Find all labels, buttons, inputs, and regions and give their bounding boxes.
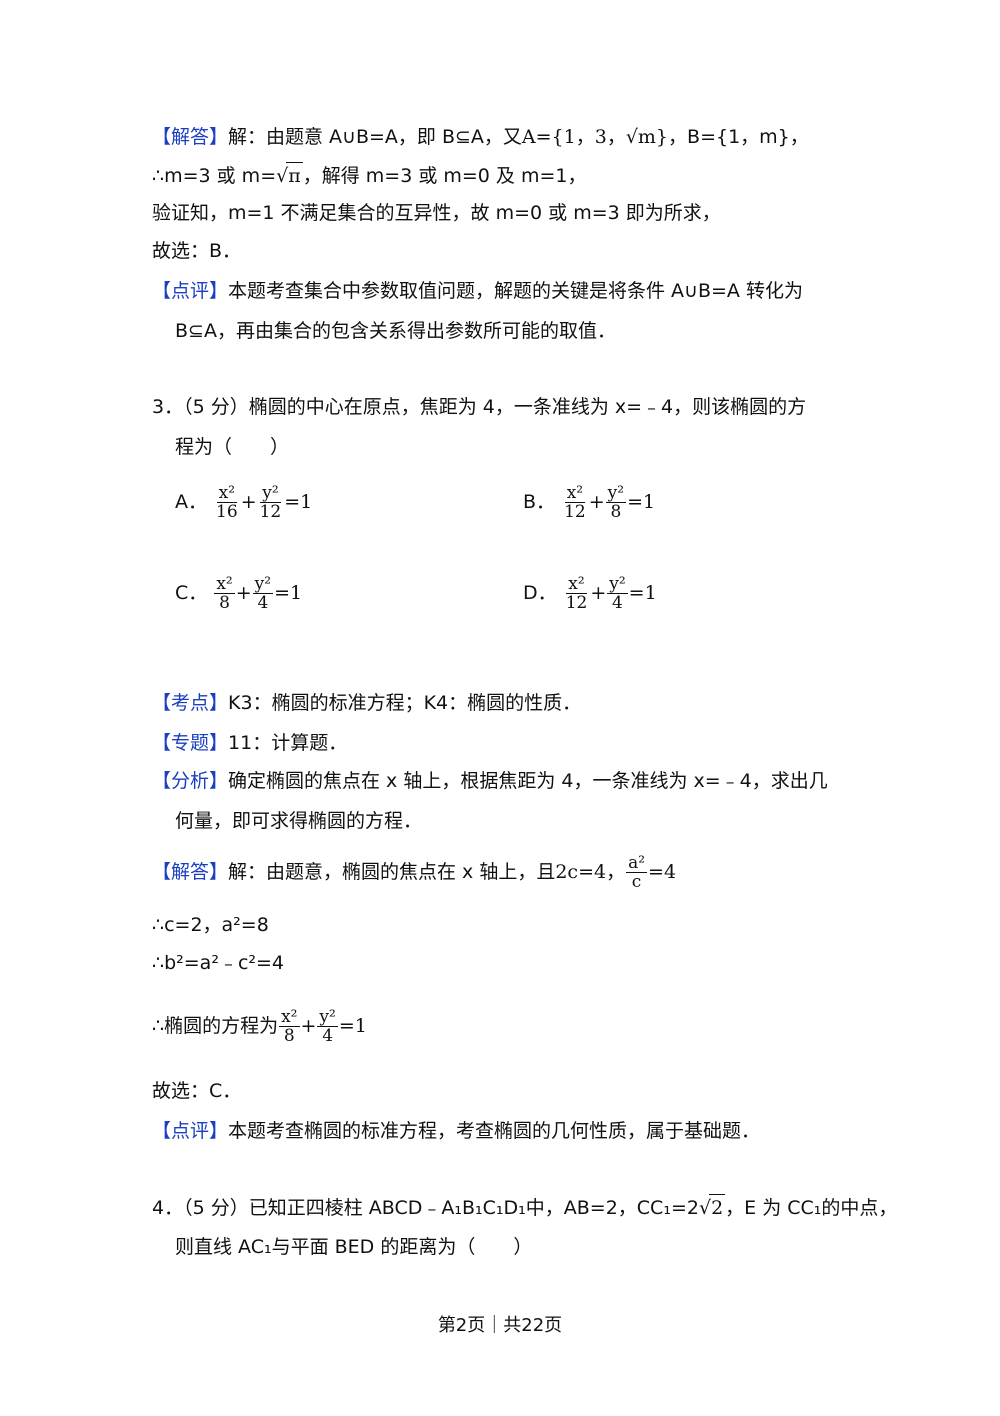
fenxi-tag: 【分析】	[152, 770, 229, 792]
comment-text: 本题考查集合中参数取值问题，解题的关键是将条件 A∪B=A 转化为	[228, 280, 803, 302]
q2-answer-line2: ∴m=3 或 m=√π，解得 m=3 或 m=0 及 m=1，	[152, 162, 586, 189]
q4-stem-line2: 则直线 AC₁与平面 BED 的距离为（ ）	[175, 1236, 533, 1258]
denominator: 8	[219, 593, 230, 613]
denominator: c	[631, 872, 642, 892]
q4-text-end: ，E 为 CC₁的中点，	[725, 1197, 898, 1219]
rhs: =1	[628, 582, 657, 604]
page-footer: 第2页｜共22页	[437, 1315, 563, 1336]
denominator: 12	[564, 502, 586, 522]
numerator: x²	[566, 574, 587, 594]
option-label: C．	[175, 582, 208, 604]
numerator: y²	[252, 574, 274, 594]
line2-text: ∴m=3 或 m=	[152, 165, 277, 187]
denominator: 16	[216, 502, 238, 522]
q3-step2: ∴b²=a²﹣c²=4	[152, 952, 285, 974]
numerator: y²	[317, 1007, 338, 1027]
fenxi-text: 确定椭圆的焦点在 x 轴上，根据焦距为 4，一条准线为 x=﹣4，求出几	[228, 770, 828, 792]
numerator: x²	[279, 1007, 300, 1027]
comment-tag: 【点评】	[152, 280, 229, 302]
option-label: D．	[523, 582, 557, 604]
answer-text: 解：由题意，椭圆的焦点在 x 轴上，且	[228, 861, 556, 883]
denominator: 8	[283, 1026, 295, 1046]
step3-text: ∴椭圆的方程为	[152, 1015, 279, 1037]
numerator: y²	[605, 483, 627, 503]
rhs: =1	[284, 491, 313, 513]
denominator: 4	[257, 593, 269, 613]
q3-stem-line1: 3．（5 分）椭圆的中心在原点，焦距为 4，一条准线为 x=﹣4，则该椭圆的方	[152, 396, 807, 418]
q3-zhuanti: 【专题】11：计算题．	[152, 730, 347, 756]
q3-fenxi-line2: 何量，即可求得椭圆的方程．	[175, 810, 423, 832]
numerator: x²	[216, 483, 238, 503]
q3-kaodian: 【考点】K3：椭圆的标准方程；K4：椭圆的性质．	[152, 690, 581, 716]
rhs: =1	[627, 491, 656, 513]
comment-tag: 【点评】	[152, 1120, 229, 1142]
numerator: x²	[214, 574, 235, 594]
q4-stem-line1: 4．（5 分）已知正四棱柱 ABCD﹣A₁B₁C₁D₁中，AB=2，CC₁=2√…	[152, 1194, 897, 1221]
denominator: 12	[565, 593, 588, 613]
numerator: y²	[607, 574, 628, 594]
q3-comment: 【点评】本题考查椭圆的标准方程，考查椭圆的几何性质，属于基础题．	[152, 1118, 760, 1144]
kaodian-tag: 【考点】	[152, 692, 229, 714]
option-label: A．	[175, 491, 207, 513]
numerator: x²	[564, 483, 586, 503]
denominator: 4	[322, 1026, 334, 1046]
set-a: A={1，3，√m}	[521, 126, 669, 148]
denominator: 4	[612, 593, 623, 613]
sqrt-pi: π	[286, 162, 303, 189]
option-label: B．	[523, 491, 556, 513]
equation: 2c=4，	[555, 861, 626, 883]
comment-text: 本题考查椭圆的标准方程，考查椭圆的几何性质，属于基础题．	[228, 1120, 761, 1142]
answer-tag: 【解答】	[152, 861, 229, 883]
q2-comment-line2: B⊆A，再由集合的包含关系得出参数所可能的取值．	[175, 320, 616, 342]
zhuanti-text: 11：计算题．	[228, 732, 348, 754]
q3-stem-line2: 程为（ ）	[175, 436, 290, 458]
q2-answer-line4: 故选：B．	[152, 240, 242, 262]
q2-answer-line1: 【解答】解：由题意 A∪B=A，即 B⊆A，又A={1，3，√m}，B={1，m…	[152, 124, 809, 150]
sqrt-2: 2	[709, 1194, 726, 1221]
q3-choose: 故选：C．	[152, 1080, 242, 1102]
denominator: 12	[259, 502, 282, 522]
rhs: =1	[338, 1015, 367, 1037]
kaodian-text: K3：椭圆的标准方程；K4：椭圆的性质．	[228, 692, 582, 714]
q2-answer-line3: 验证知，m=1 不满足集合的互异性，故 m=0 或 m=3 即为所求，	[152, 202, 721, 224]
q2-comment-line1: 【点评】本题考查集合中参数取值问题，解题的关键是将条件 A∪B=A 转化为	[152, 278, 803, 304]
q4-text: 4．（5 分）已知正四棱柱 ABCD﹣A₁B₁C₁D₁中，AB=2，CC₁=2	[152, 1197, 699, 1219]
rhs: =1	[274, 582, 303, 604]
denominator: 8	[610, 502, 622, 522]
equation: =4	[648, 861, 677, 883]
q3-fenxi-line1: 【分析】确定椭圆的焦点在 x 轴上，根据焦距为 4，一条准线为 x=﹣4，求出几	[152, 768, 828, 794]
answer-text: 解：由题意 A∪B=A，即 B⊆A，又	[228, 126, 522, 148]
numerator: a²	[626, 853, 648, 873]
numerator: y²	[260, 483, 281, 503]
answer-tag: 【解答】	[152, 126, 229, 148]
q3-step1: ∴c=2，a²=8	[152, 914, 269, 936]
zhuanti-tag: 【专题】	[152, 732, 229, 754]
answer-text-end: ，B={1，m}，	[668, 126, 809, 148]
line2-text-end: ，解得 m=3 或 m=0 及 m=1，	[302, 165, 587, 187]
